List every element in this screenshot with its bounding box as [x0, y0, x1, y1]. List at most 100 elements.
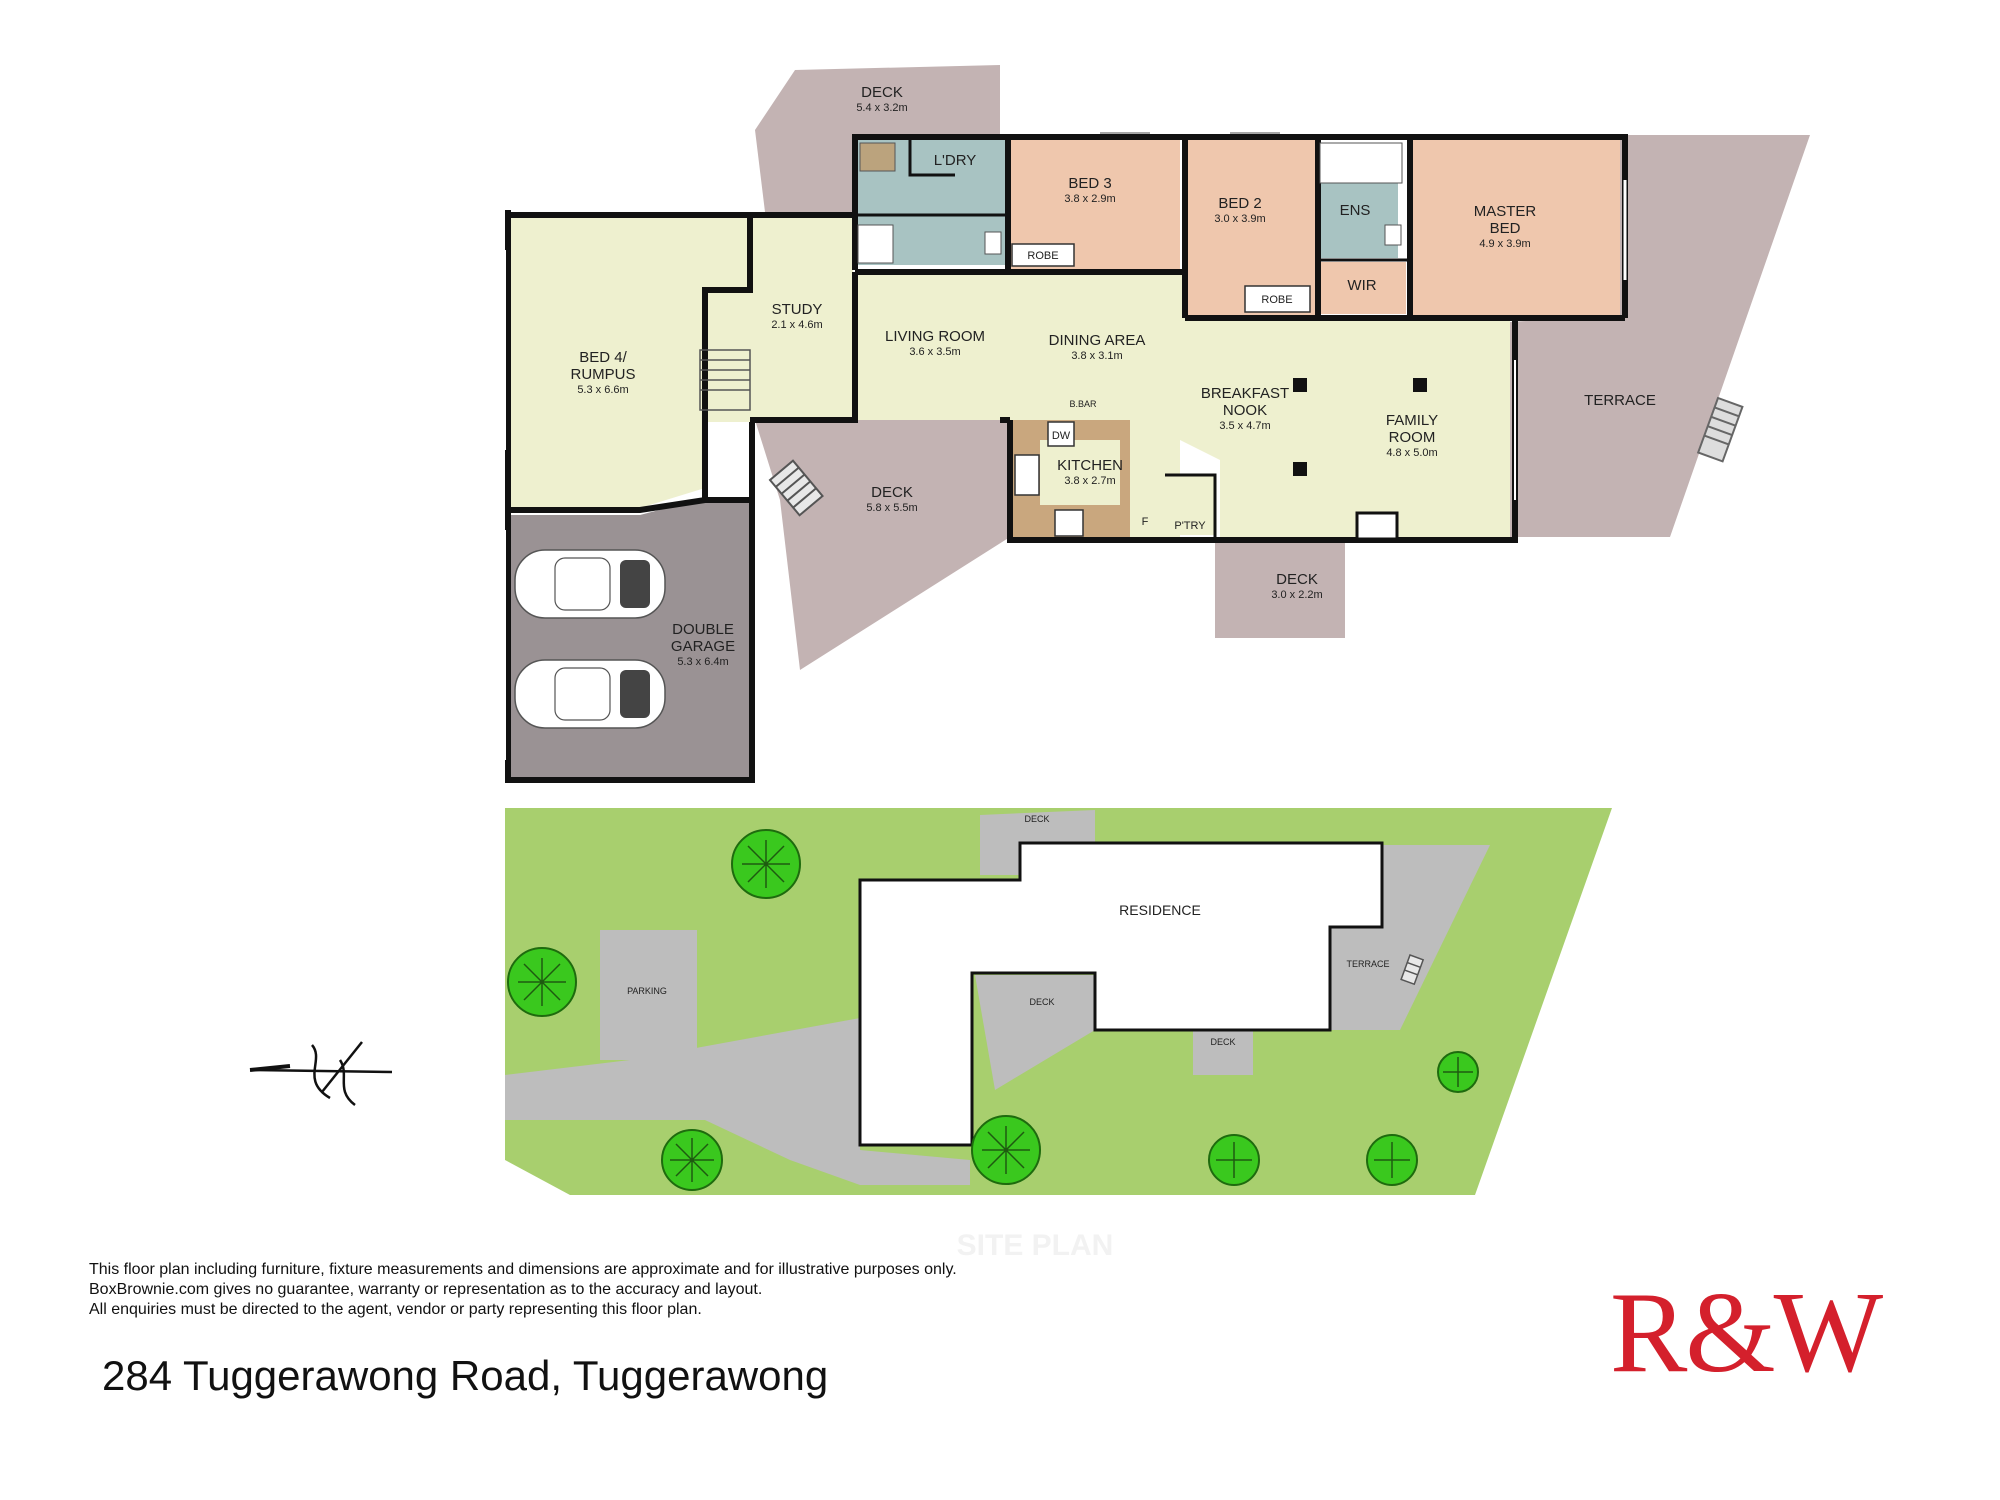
garage-dims: 5.3 x 6.4m	[677, 656, 728, 668]
property-address: 284 Tuggerawong Road, Tuggerawong	[102, 1352, 829, 1399]
master-name-1: MASTER	[1474, 203, 1537, 220]
study-floor	[750, 215, 853, 420]
deck-stairs-icon	[768, 459, 824, 517]
master-floor	[1410, 140, 1620, 315]
deck-mid-dims: 5.8 x 5.5m	[866, 502, 917, 514]
study-stairs-icon	[699, 349, 751, 411]
deck-small-dims: 3.0 x 2.2m	[1271, 589, 1322, 601]
site-stairs-icon	[1400, 954, 1425, 986]
kitchen-dw: DW	[1052, 430, 1071, 442]
family-name-2: ROOM	[1389, 429, 1436, 446]
site-deck-mid-label: DECK	[1029, 997, 1054, 1007]
dining-dims: 3.8 x 3.1m	[1071, 350, 1122, 362]
deck-mid-name: DECK	[871, 484, 913, 501]
column-3	[1293, 462, 1307, 476]
bed2-name: BED 2	[1218, 195, 1261, 212]
car-icon	[514, 549, 666, 619]
tree-icon	[661, 1129, 723, 1191]
bed4-dims: 5.3 x 6.6m	[577, 384, 628, 396]
site-plan-title: SITE PLAN	[957, 1229, 1114, 1262]
bed4-name-1: BED 4/	[579, 349, 627, 366]
tree-icon	[507, 947, 577, 1017]
robe-bed3	[1011, 243, 1075, 267]
living-dims: 3.6 x 3.5m	[909, 346, 960, 358]
bed4-name-2: RUMPUS	[570, 366, 635, 383]
toilet-ensuite	[1384, 224, 1402, 246]
laundry-name: L'DRY	[934, 152, 977, 169]
disclaimer-line: BoxBrownie.com gives no guarantee, warra…	[89, 1281, 763, 1298]
stair-area	[700, 292, 752, 422]
tree-icon	[971, 1115, 1041, 1185]
column-2	[1413, 378, 1427, 392]
site-parking-label: PARKING	[627, 986, 667, 996]
kitchen-pantry: P'TRY	[1174, 520, 1206, 532]
wir-floor	[1318, 262, 1406, 314]
sink	[1014, 454, 1040, 496]
study-dims: 2.1 x 4.6m	[771, 319, 822, 331]
family-name-1: FAMILY	[1386, 412, 1438, 429]
deck-mid	[755, 420, 1010, 670]
wir-name: WIR	[1347, 277, 1376, 294]
north-arrow-icon	[249, 1041, 393, 1106]
disclaimer-line: This floor plan including furniture, fix…	[89, 1261, 957, 1278]
fireplace	[1355, 511, 1399, 541]
site-driveway	[505, 1018, 970, 1185]
site-deck-mid	[975, 975, 1095, 1090]
breakfast-name-1: BREAKFAST	[1201, 385, 1289, 402]
site-terrace-label: TERRACE	[1346, 959, 1389, 969]
terrace-stairs-icon	[1696, 396, 1744, 463]
garage-name-1: DOUBLE	[672, 621, 734, 638]
disclaimer: This floor plan including furniture, fix…	[89, 1260, 957, 1320]
kitchen-name: KITCHEN	[1057, 457, 1123, 474]
ensuite-name: ENS	[1340, 202, 1371, 219]
kitchen-island	[1040, 440, 1120, 505]
kitchen-fridge: F	[1142, 516, 1149, 528]
pantry-floor	[1165, 475, 1215, 535]
ensuite-shower	[1319, 142, 1403, 184]
breakfast-dims: 3.5 x 4.7m	[1219, 420, 1270, 432]
robe2-name: ROBE	[1261, 294, 1292, 306]
tree-icon	[731, 829, 801, 899]
living-name: LIVING ROOM	[885, 328, 985, 345]
deck-top	[755, 65, 1000, 212]
site-residence-label: RESIDENCE	[1119, 902, 1201, 918]
dining-name: DINING AREA	[1049, 332, 1146, 349]
deck-small-name: DECK	[1276, 571, 1318, 588]
laundry-tub	[859, 142, 896, 172]
deck-small	[1215, 538, 1345, 638]
bed4-rumpus-floor	[510, 215, 750, 508]
dishwasher	[1047, 421, 1075, 447]
site-deck-small-label: DECK	[1210, 1037, 1235, 1047]
site-deck-small	[1193, 1030, 1253, 1075]
deck-top-name: DECK	[861, 84, 903, 101]
column-1	[1293, 378, 1307, 392]
windows	[504, 132, 1627, 760]
bed3-name: BED 3	[1068, 175, 1111, 192]
master-name-2: BED	[1490, 220, 1521, 237]
family-dims: 4.8 x 5.0m	[1386, 447, 1437, 459]
robe-bed2	[1244, 285, 1311, 313]
car-icon	[514, 659, 666, 729]
kitchen-dims: 3.8 x 2.7m	[1064, 475, 1115, 487]
master-dims: 4.9 x 3.9m	[1479, 238, 1530, 250]
terrace	[1510, 135, 1810, 537]
deck-top-dims: 5.4 x 3.2m	[856, 102, 907, 114]
site-parking	[600, 930, 697, 1060]
robe1-name: ROBE	[1027, 250, 1058, 262]
bed3-dims: 3.8 x 2.9m	[1064, 193, 1115, 205]
tree-icon	[1437, 1051, 1479, 1093]
terrace-name: TERRACE	[1584, 392, 1656, 409]
toilet-laundry	[984, 231, 1002, 255]
disclaimer-line: All enquiries must be directed to the ag…	[89, 1301, 702, 1318]
garage-name-2: GARAGE	[671, 638, 735, 655]
laundry-shower	[857, 224, 894, 264]
study-name: STUDY	[772, 301, 823, 318]
cooktop	[1054, 509, 1084, 537]
site-residence	[858, 841, 1384, 1147]
site-deck-top-label: DECK	[1024, 814, 1049, 824]
bed2-dims: 3.0 x 3.9m	[1214, 213, 1265, 225]
breakfast-name-2: NOOK	[1223, 402, 1267, 419]
kitchen-bbar: B.BAR	[1069, 399, 1097, 409]
tree-icon	[1366, 1134, 1418, 1186]
